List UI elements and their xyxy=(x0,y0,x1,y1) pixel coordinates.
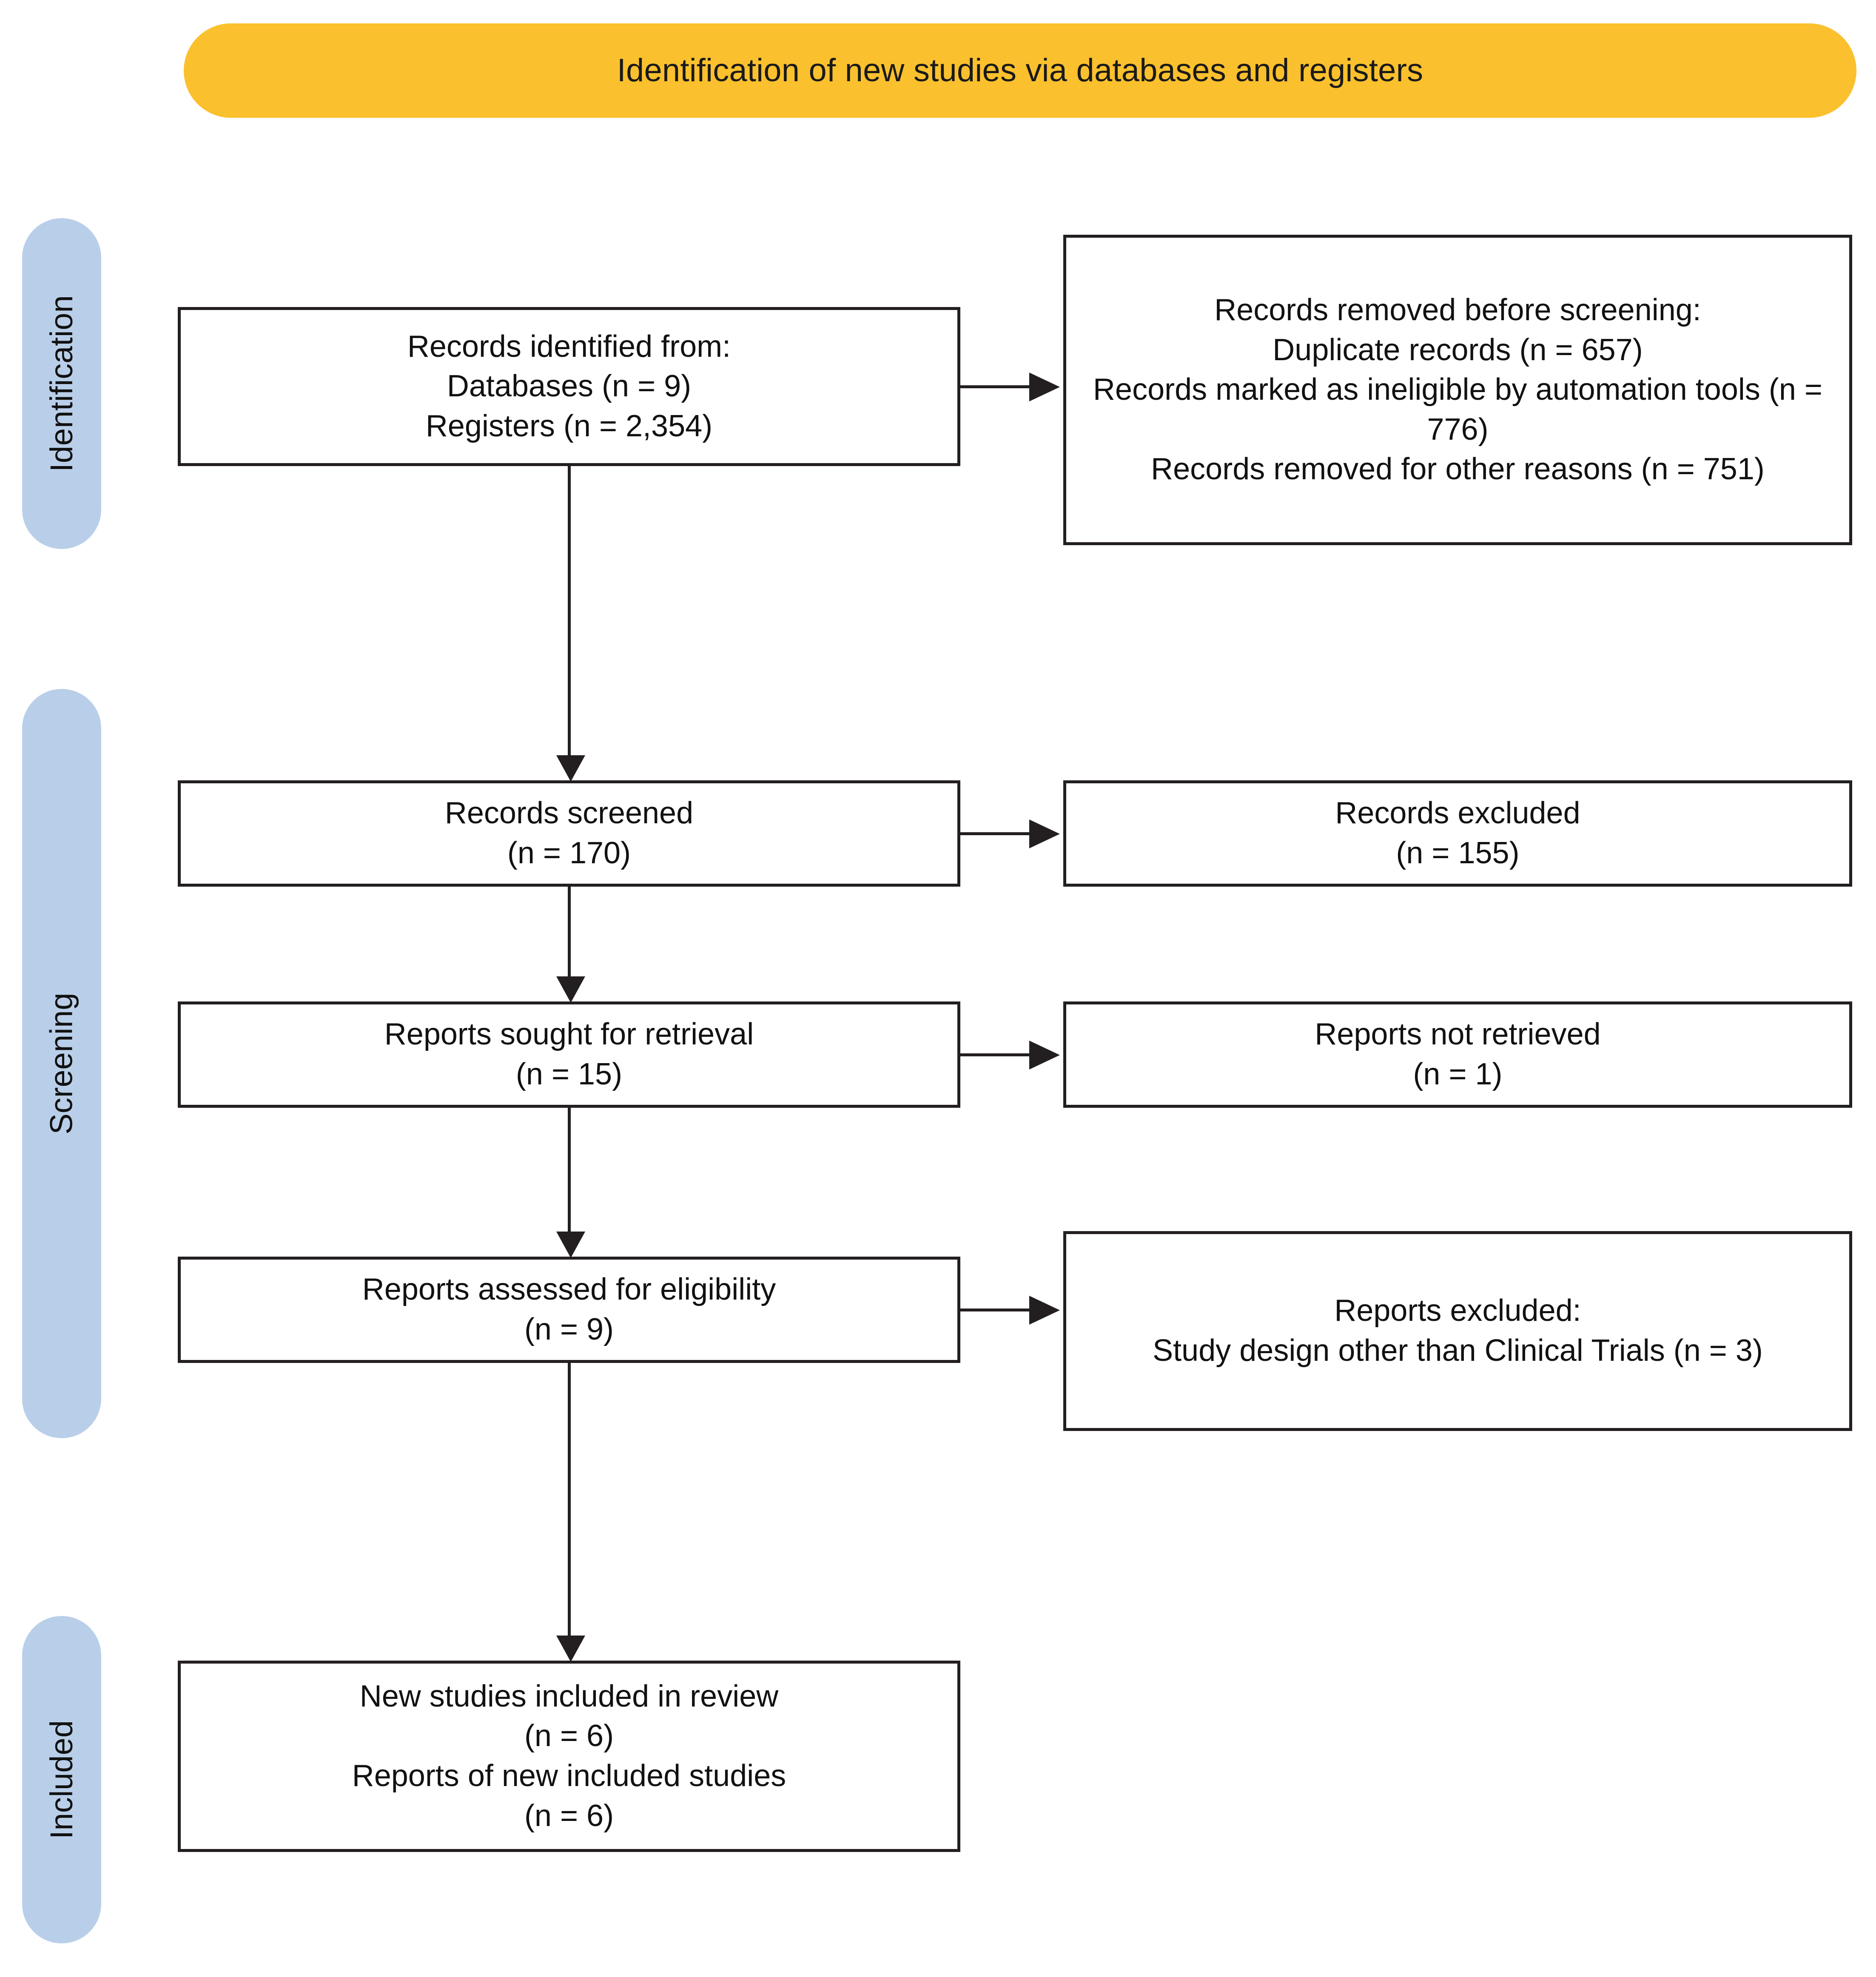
connector-line-identified-to-removed xyxy=(960,385,1041,388)
box-reports-sought-text: Reports sought for retrieval (n = 15) xyxy=(384,1017,754,1091)
box-reports-not-retrieved-text: Reports not retrieved (n = 1) xyxy=(1315,1017,1601,1091)
connector-line-sought-to-notretrieved xyxy=(960,1053,1041,1056)
arrowhead-down-icon-3 xyxy=(556,1232,585,1258)
stage-label-screening: Screening xyxy=(22,689,101,1438)
connector-line-screened-to-sought xyxy=(568,887,571,978)
stage-label-included: Included xyxy=(22,1616,101,1943)
arrowhead-down-icon-1 xyxy=(556,755,585,782)
connector-line-assessed-to-excludedreports xyxy=(960,1309,1041,1311)
box-new-studies-included-text: New studies included in review (n = 6) R… xyxy=(352,1679,786,1833)
diagram-header-banner: Identification of new studies via databa… xyxy=(184,23,1856,118)
connector-line-screened-to-excluded xyxy=(960,832,1041,835)
box-records-removed: Records removed before screening: Duplic… xyxy=(1063,235,1852,545)
diagram-title: Identification of new studies via databa… xyxy=(617,52,1423,89)
connector-line-identified-to-screened xyxy=(568,466,571,760)
box-records-excluded-text: Records excluded (n = 155) xyxy=(1335,796,1580,870)
box-records-screened-text: Records screened (n = 170) xyxy=(444,796,694,870)
arrowhead-down-icon-2 xyxy=(556,976,585,1003)
arrowhead-right-icon-1 xyxy=(1029,373,1060,401)
stage-identification-text: Identification xyxy=(44,295,79,472)
arrowhead-down-icon-4 xyxy=(556,1636,585,1662)
stage-label-identification: Identification xyxy=(22,218,101,549)
box-reports-excluded: Reports excluded: Study design other tha… xyxy=(1063,1231,1852,1431)
connector-line-assessed-to-included xyxy=(568,1363,571,1637)
box-records-identified: Records identified from: Databases (n = … xyxy=(178,307,960,466)
stage-included-text: Included xyxy=(44,1720,79,1839)
box-reports-not-retrieved: Reports not retrieved (n = 1) xyxy=(1063,1001,1852,1108)
box-new-studies-included: New studies included in review (n = 6) R… xyxy=(178,1661,960,1852)
arrowhead-right-icon-2 xyxy=(1029,819,1060,848)
connector-line-sought-to-assessed xyxy=(568,1108,571,1233)
box-records-screened: Records screened (n = 170) xyxy=(178,780,960,887)
box-records-excluded: Records excluded (n = 155) xyxy=(1063,780,1852,887)
box-reports-excluded-text: Reports excluded: Study design other tha… xyxy=(1153,1294,1763,1368)
arrowhead-right-icon-3 xyxy=(1029,1041,1060,1070)
box-records-identified-text: Records identified from: Databases (n = … xyxy=(407,329,731,443)
arrowhead-right-icon-4 xyxy=(1029,1296,1060,1325)
stage-screening-text: Screening xyxy=(44,993,79,1135)
box-reports-assessed-text: Reports assessed for eligibility (n = 9) xyxy=(362,1272,776,1346)
box-reports-assessed: Reports assessed for eligibility (n = 9) xyxy=(178,1257,960,1363)
box-records-removed-text: Records removed before screening: Duplic… xyxy=(1093,293,1822,486)
box-reports-sought: Reports sought for retrieval (n = 15) xyxy=(178,1001,960,1108)
